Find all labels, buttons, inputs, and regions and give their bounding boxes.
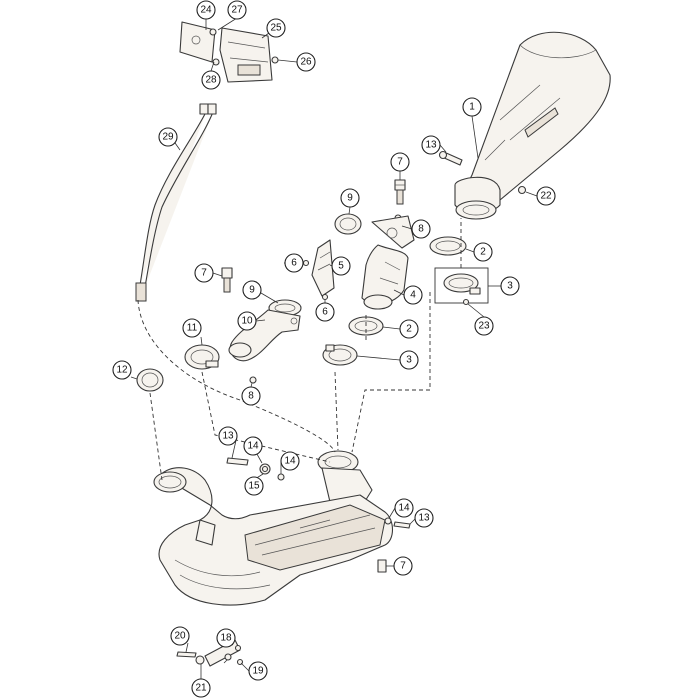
svg-text:2: 2 xyxy=(406,324,412,335)
heat-shield-5 xyxy=(311,239,335,297)
svg-text:3: 3 xyxy=(406,355,412,366)
callout-11: 11 xyxy=(182,318,202,338)
lambda-sensor-top xyxy=(394,179,406,205)
gasket-12 xyxy=(136,368,164,392)
svg-text:25: 25 xyxy=(270,23,282,34)
muffler-nut-part xyxy=(517,185,527,195)
callout-14-a: 14 xyxy=(243,436,263,456)
svg-text:8: 8 xyxy=(418,224,424,235)
svg-text:6: 6 xyxy=(322,307,328,318)
callout-10: 10 xyxy=(237,311,257,331)
callout-12: 12 xyxy=(112,360,132,380)
collector-hardware xyxy=(226,457,411,573)
svg-text:11: 11 xyxy=(187,323,198,334)
callout-13-top: 13 xyxy=(421,135,441,155)
svg-text:13: 13 xyxy=(418,513,430,524)
callout-9-top: 9 xyxy=(340,188,360,208)
clamp-11 xyxy=(184,344,220,370)
control-module-25 xyxy=(179,21,279,83)
bottom-bracket xyxy=(176,639,244,667)
callout-13-right: 13 xyxy=(414,508,434,528)
callout-4: 4 xyxy=(403,285,423,305)
callout-25: 25 xyxy=(266,18,286,38)
svg-text:6: 6 xyxy=(291,258,297,269)
svg-text:7: 7 xyxy=(397,157,403,168)
svg-text:3: 3 xyxy=(507,281,513,292)
svg-text:7: 7 xyxy=(400,561,406,572)
svg-text:7: 7 xyxy=(201,268,207,279)
sensor-cable-29 xyxy=(135,103,217,302)
nut-lower xyxy=(249,376,257,384)
callout-14-b: 14 xyxy=(280,451,300,471)
svg-text:23: 23 xyxy=(478,321,490,332)
svg-text:8: 8 xyxy=(248,391,254,402)
svg-text:29: 29 xyxy=(162,132,174,143)
muffler-part xyxy=(454,31,611,220)
gasket-ring-top xyxy=(429,236,467,256)
callout-2-mid: 2 xyxy=(399,319,419,339)
callout-9-left: 9 xyxy=(242,280,262,300)
lambda-sensor-left xyxy=(221,267,233,293)
svg-text:13: 13 xyxy=(425,140,437,151)
svg-text:28: 28 xyxy=(205,75,217,86)
svg-text:14: 14 xyxy=(247,441,259,452)
callout-20: 20 xyxy=(170,626,190,646)
clamp-mid-part xyxy=(322,344,358,366)
svg-text:1: 1 xyxy=(469,102,475,113)
callout-19: 19 xyxy=(248,661,268,681)
svg-text:22: 22 xyxy=(540,191,552,202)
callout-24: 24 xyxy=(196,0,216,20)
callout-5: 5 xyxy=(331,256,351,276)
callout-1: 1 xyxy=(462,97,482,117)
svg-text:15: 15 xyxy=(248,481,260,492)
svg-text:24: 24 xyxy=(200,5,212,16)
callout-2-top: 2 xyxy=(473,242,493,262)
callout-6-upper: 6 xyxy=(284,253,304,273)
callout-8-top: 8 xyxy=(411,219,431,239)
svg-text:21: 21 xyxy=(195,683,207,694)
callout-3-mid: 3 xyxy=(399,350,419,370)
svg-text:12: 12 xyxy=(116,365,128,376)
svg-text:4: 4 xyxy=(410,290,416,301)
callout-7-left: 7 xyxy=(194,263,214,283)
callout-28: 28 xyxy=(201,70,221,90)
muffler-bolt-part xyxy=(438,150,463,166)
callout-23: 23 xyxy=(474,316,494,336)
callout-21: 21 xyxy=(191,678,211,698)
svg-text:27: 27 xyxy=(231,5,243,16)
svg-text:10: 10 xyxy=(241,316,253,327)
svg-text:14: 14 xyxy=(398,503,410,514)
callout-26: 26 xyxy=(296,52,316,72)
callout-7-top: 7 xyxy=(390,152,410,172)
callout-22: 22 xyxy=(536,186,556,206)
gasket-9-top xyxy=(334,213,362,235)
callout-6-lower: 6 xyxy=(315,302,335,322)
callout-29: 29 xyxy=(158,127,178,147)
callout-3-top: 3 xyxy=(500,276,520,296)
callout-18: 18 xyxy=(216,628,236,648)
svg-text:9: 9 xyxy=(347,193,353,204)
svg-text:20: 20 xyxy=(174,631,186,642)
svg-text:26: 26 xyxy=(300,57,312,68)
svg-text:19: 19 xyxy=(252,666,264,677)
callout-27: 27 xyxy=(227,0,247,20)
callout-13-mid: 13 xyxy=(218,426,238,446)
svg-text:9: 9 xyxy=(249,285,255,296)
header-pipe-4 xyxy=(361,215,415,310)
callout-7-bottom: 7 xyxy=(393,556,413,576)
svg-text:18: 18 xyxy=(220,633,232,644)
svg-text:14: 14 xyxy=(284,456,296,467)
callout-15: 15 xyxy=(244,476,264,496)
callout-8-lower: 8 xyxy=(241,386,261,406)
header-pipe-10 xyxy=(228,309,301,362)
clamp-top-part xyxy=(434,267,489,306)
svg-text:2: 2 xyxy=(480,247,486,258)
collector-pipe xyxy=(153,450,394,606)
svg-text:5: 5 xyxy=(338,261,344,272)
svg-text:13: 13 xyxy=(222,431,234,442)
callout-14-c: 14 xyxy=(394,498,414,518)
